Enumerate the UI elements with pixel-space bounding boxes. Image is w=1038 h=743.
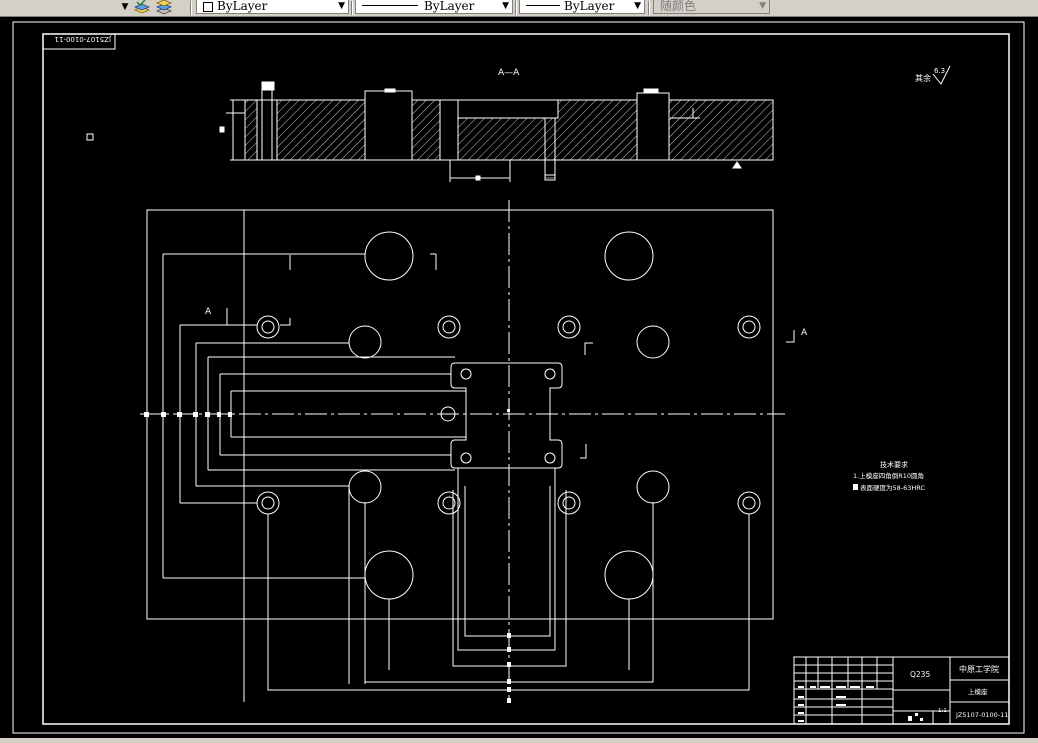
title-block-material: Q235 [910,670,930,679]
mirrored-code-box [42,33,116,50]
horizontal-scrollbar[interactable] [0,738,1038,743]
linetype-preview [362,5,418,6]
roughness-symbol-icon [932,65,951,85]
tech-requirements-title: 技术要求 [880,460,908,469]
guide-bush-hole [364,231,414,281]
sheet-outer-border [12,21,1025,734]
layer-dropdown-arrow[interactable]: ▼ [121,2,129,12]
chevron-down-icon[interactable]: ▼ [338,1,345,11]
color-control-combo[interactable]: ByLayer ▼ [196,0,349,14]
plotstyle-combo-value: 随颜色 [660,0,697,13]
lineweight-combo-value: ByLayer [564,0,615,13]
title-block-drawing-number: JZ5107-0100-11 [955,711,1008,719]
title-block-school: 中原工学院 [959,664,999,674]
toolbar-separator [351,1,353,15]
section-mark-right: A [801,328,808,338]
title-block-part-name: 上模座 [968,687,988,696]
text-cursor-block [853,484,858,490]
properties-toolbar: ▼ ByLayer ▼ ByLayer ▼ ByLayer ▼ 随颜色 ▼ [0,0,1038,17]
chevron-down-icon[interactable]: ▼ [502,1,509,11]
guide-bush-hole [604,550,654,600]
title-block-scale: 1:1 [938,708,947,714]
color-swatch-icon [203,2,213,12]
lineweight-control-combo[interactable]: ByLayer ▼ [519,0,645,14]
plan-view [140,200,795,703]
toolbar-separator [190,1,192,15]
section-label: A—A [498,68,520,78]
color-combo-value: ByLayer [217,0,268,13]
chevron-down-icon[interactable]: ▼ [634,1,641,11]
sheet-inner-border [42,33,1010,725]
guide-bush-hole [364,550,414,600]
roughness-note: 其余 [915,73,931,83]
title-block [793,656,1010,725]
tech-requirements-line1: 1.上模座四角倒R10圆角 [853,471,924,480]
section-mark-left: A [205,307,212,317]
linetype-control-combo[interactable]: ByLayer ▼ [355,0,513,14]
chevron-down-icon: ▼ [759,1,766,11]
toolbar-separator [515,1,517,15]
linetype-combo-value: ByLayer [424,0,475,13]
drawing-canvas[interactable]: JZ5107-0100-11 A—A 其余 6.3 A A 技术要求 1.上模座… [0,17,1038,743]
toolbar-separator [648,1,650,15]
section-view [219,81,774,182]
point-marker [86,133,94,141]
tech-requirements-line2: 表面硬度为58-63HRC [860,483,925,492]
plotstyle-control-combo: 随颜色 ▼ [653,0,770,14]
mirrored-code-text: JZ5107-0100-11 [55,35,112,43]
make-layer-current-icon[interactable] [134,0,150,15]
layer-previous-icon[interactable] [156,0,172,15]
guide-bush-hole [604,231,654,281]
roughness-value: 6.3 [934,67,945,75]
lineweight-preview [526,5,560,6]
